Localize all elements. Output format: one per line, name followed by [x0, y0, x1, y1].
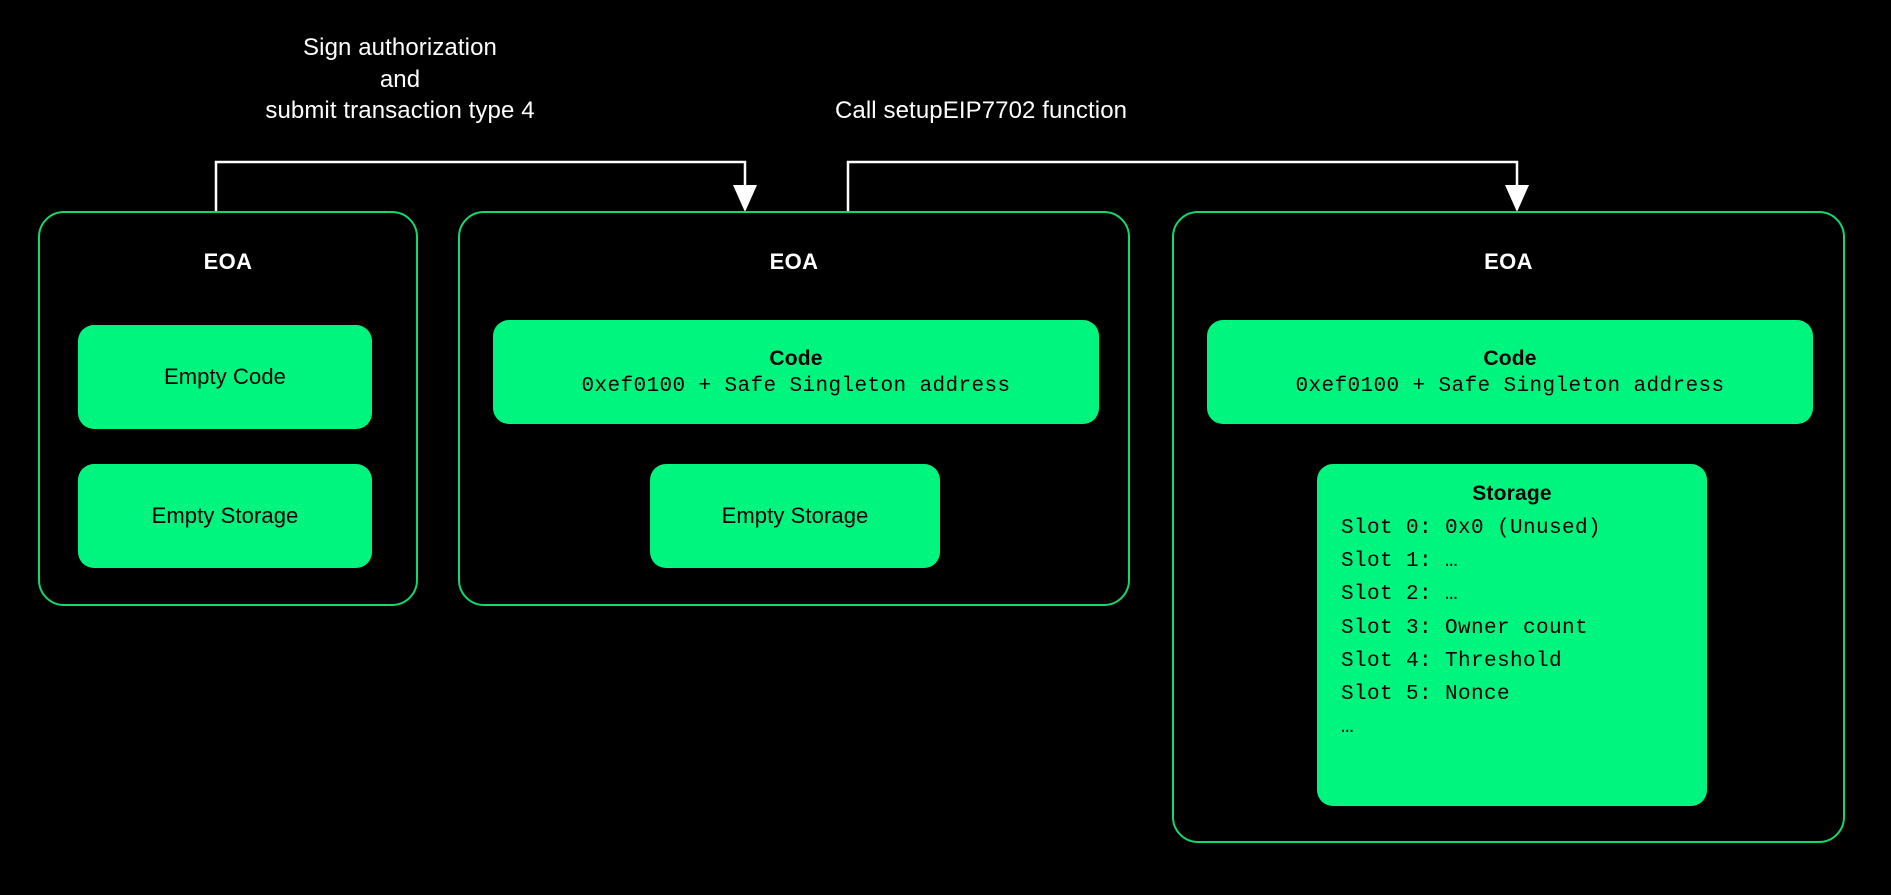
- connector-2-arrow: [846, 160, 1529, 212]
- panel-empty-code-label: Empty Code: [163, 364, 287, 389]
- panel-empty-storage-label: Empty Storage: [721, 503, 869, 528]
- panel-code-value: 0xef0100 + Safe Singleton address: [581, 374, 1011, 398]
- panel-code-value: 0xef0100 + Safe Singleton address: [1295, 374, 1725, 398]
- panel-empty-code: Empty Code: [78, 325, 372, 429]
- panel-storage: Storage Slot 0: 0x0 (Unused) Slot 1: … S…: [1317, 464, 1707, 806]
- panel-code-title: Code: [769, 346, 823, 370]
- eoa-box-2-title: EOA: [769, 249, 819, 274]
- eoa-box-1-title: EOA: [203, 249, 253, 274]
- panel-empty-storage: Empty Storage: [650, 464, 940, 568]
- eoa-box-3-title: EOA: [1484, 249, 1533, 274]
- panel-code: Code 0xef0100 + Safe Singleton address: [493, 320, 1099, 424]
- panel-storage-title: Storage: [1472, 482, 1552, 505]
- panel-code-title: Code: [1483, 346, 1537, 370]
- connector-2-label: Call setupEIP7702 function: [835, 97, 1128, 124]
- panel-code: Code 0xef0100 + Safe Singleton address: [1207, 320, 1813, 424]
- connector-1-label: Sign authorization and submit transactio…: [265, 34, 535, 125]
- panel-empty-storage-label: Empty Storage: [151, 503, 299, 528]
- eoa-box-delegated: EOA Code 0xef0100 + Safe Singleton addre…: [458, 211, 1130, 606]
- connector-1-arrow: [214, 160, 757, 212]
- eoa-box-initial: EOA Empty Code Empty Storage: [38, 211, 418, 606]
- panel-empty-storage: Empty Storage: [78, 464, 372, 568]
- panel-storage-slots: Slot 0: 0x0 (Unused) Slot 1: … Slot 2: ……: [1341, 517, 1602, 740]
- eoa-box-initialized: EOA Code 0xef0100 + Safe Singleton addre…: [1172, 211, 1845, 843]
